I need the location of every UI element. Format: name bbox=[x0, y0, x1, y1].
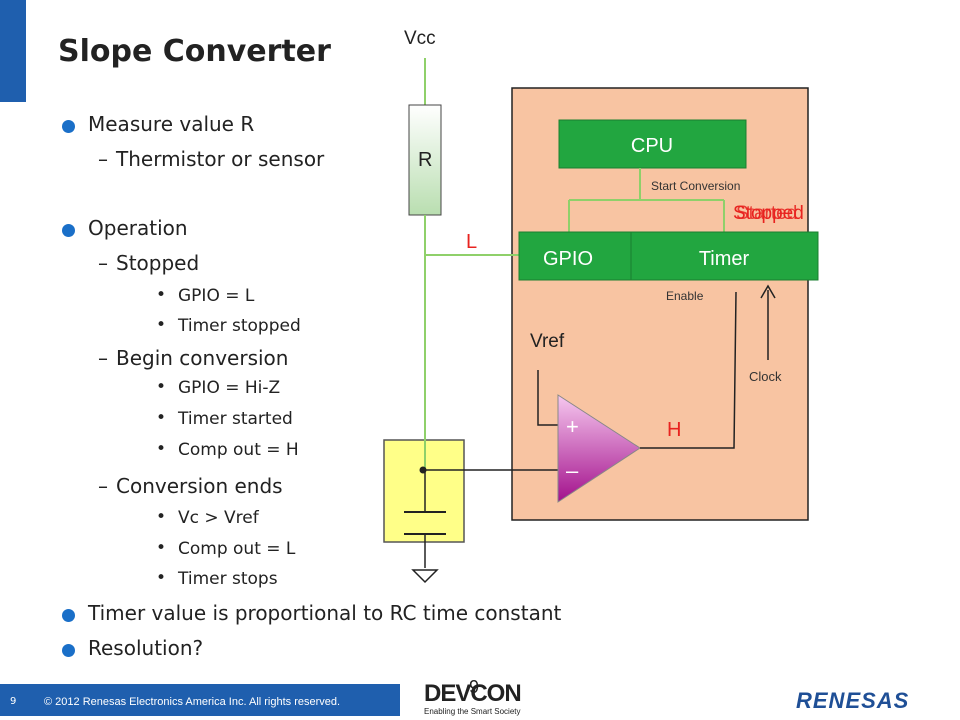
devcon-wordmark: DEVCON bbox=[424, 680, 522, 707]
enable-label: Enable bbox=[666, 289, 704, 303]
renesas-logo: RENESAS bbox=[796, 688, 910, 713]
footer-bar: 9 © 2012 Renesas Electronics America Inc… bbox=[0, 684, 400, 716]
sub-bullet-item: Begin conversion bbox=[60, 346, 288, 370]
bullet-item: Measure value R bbox=[60, 112, 254, 136]
bullet-item: Operation bbox=[60, 216, 188, 240]
clock-label: Clock bbox=[749, 369, 782, 384]
timer-state-stopped: Stopped bbox=[733, 203, 804, 224]
detail-bullet-item: Timer started bbox=[60, 408, 293, 429]
comparator-output-wire bbox=[640, 291, 737, 449]
sub-bullet-item: Conversion ends bbox=[60, 474, 283, 498]
detail-bullet-item: GPIO = Hi-Z bbox=[60, 377, 280, 398]
gpio-block bbox=[518, 231, 632, 281]
sub-bullet-item: Thermistor or sensor bbox=[60, 147, 324, 171]
gpio-state-label: L bbox=[466, 231, 477, 253]
vref-label: Vref bbox=[530, 331, 565, 352]
comparator-plus-label: + bbox=[566, 414, 579, 439]
timer-block bbox=[630, 231, 819, 281]
bullet-item: Resolution? bbox=[60, 636, 203, 660]
detail-bullet-item: Comp out = H bbox=[60, 439, 299, 460]
slope-converter-circuit: CPU Start Conversion GPIO Timer Stopped … bbox=[383, 28, 819, 584]
resistor-r bbox=[408, 104, 442, 216]
detail-bullet-item: Comp out = L bbox=[60, 538, 295, 559]
title-accent-bar bbox=[0, 0, 26, 102]
comparator-minus-label: – bbox=[566, 458, 579, 483]
overlay-page-number: 9 bbox=[469, 677, 480, 697]
detail-bullet-item: Vc > Vref bbox=[60, 507, 259, 528]
detail-bullet-item: Timer stops bbox=[60, 568, 278, 589]
resistor-label: R bbox=[418, 149, 432, 171]
start-conversion-label: Start Conversion bbox=[651, 179, 740, 193]
page-number: 9 bbox=[10, 696, 17, 707]
bullet-item: Timer value is proportional to RC time c… bbox=[60, 601, 561, 625]
cpu-label: CPU bbox=[631, 135, 673, 157]
slide-footer: 9 © 2012 Renesas Electronics America Inc… bbox=[0, 677, 960, 720]
detail-bullet-item: GPIO = L bbox=[60, 285, 254, 306]
slide-title: Slope Converter bbox=[58, 34, 331, 69]
copyright-text: © 2012 Renesas Electronics America Inc. … bbox=[44, 696, 341, 708]
clock-arrow-icon bbox=[760, 284, 776, 299]
timer-label: Timer bbox=[699, 248, 750, 270]
devcon-logo: DEVCON Enabling the Smart Society bbox=[424, 680, 546, 720]
comp-state-label: H bbox=[667, 419, 681, 441]
comparator-triangle bbox=[557, 394, 641, 503]
ground-symbol-icon bbox=[411, 569, 439, 584]
vref-wire bbox=[537, 370, 558, 426]
detail-bullet-item: Timer stopped bbox=[60, 315, 301, 336]
timer-state-started: Started bbox=[736, 203, 797, 224]
vcc-label: Vcc bbox=[404, 28, 436, 49]
cpu-block bbox=[558, 119, 747, 169]
sub-bullet-item: Stopped bbox=[60, 251, 199, 275]
gpio-label: GPIO bbox=[543, 248, 593, 270]
devcon-tagline: Enabling the Smart Society bbox=[424, 707, 521, 716]
